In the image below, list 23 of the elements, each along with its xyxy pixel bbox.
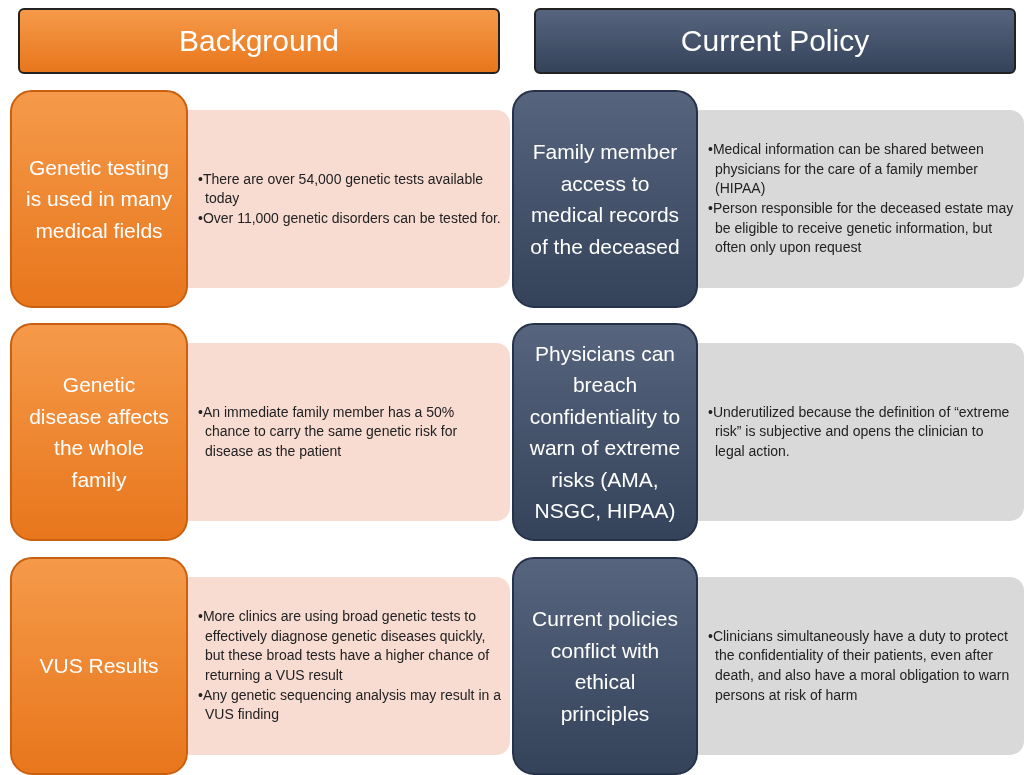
detail-panel [188, 110, 510, 288]
detail-panel [188, 343, 510, 521]
bullet-text: •Clinicians simultaneously have a duty to protect the confidentiality of their patients, even after death, and also have a moral obligation to warn persons at risk of harm [708, 626, 1011, 705]
section-header: Background [18, 8, 500, 74]
bullet-text: •More clinics are using broad genetic tests to effectively diagnose genetic diseases quickly, but these broad tests have a higher chance of returning a VUS result [198, 607, 491, 685]
topic-label: Genetic testing is used in many medical fields [10, 90, 188, 308]
detail-panel [698, 343, 1024, 521]
bullet-text: •Person responsible for the deceased estate may be eligible to receive genetic information, but often only upon request [708, 199, 1015, 258]
topic-label: Physicians can breach confidentiality to warn of extreme risks (AMA, NSGC, HIPAA) [512, 323, 698, 541]
topic-label: Genetic disease affects the whole family [10, 323, 188, 541]
detail-panel [188, 577, 510, 755]
detail-panel [698, 577, 1024, 755]
detail-panel [698, 110, 1024, 288]
bullet-text: •There are over 54,000 genetic tests available today [198, 169, 485, 209]
bullet-text: •Underutilized because the definition of “extreme risk” is subjective and opens the clinician to legal action. [708, 402, 1011, 461]
bullet-text: •Medical information can be shared between physicians for the care of a family member (HIPAA) [708, 140, 985, 199]
topic-label: Current policies conflict with ethical principles [512, 557, 698, 775]
topic-label: Family member access to medical records of the deceased [512, 90, 698, 308]
bullet-text: •Any genetic sequencing analysis may result in a VUS finding [198, 685, 502, 725]
section-header: Current Policy [534, 8, 1016, 74]
bullet-text: •Over 11,000 genetic disorders can be tested for. [198, 208, 502, 228]
bullet-text: •An immediate family member has a 50% chance to carry the same genetic risk for disease as the patient [198, 402, 459, 461]
topic-label: VUS Results [10, 557, 188, 775]
